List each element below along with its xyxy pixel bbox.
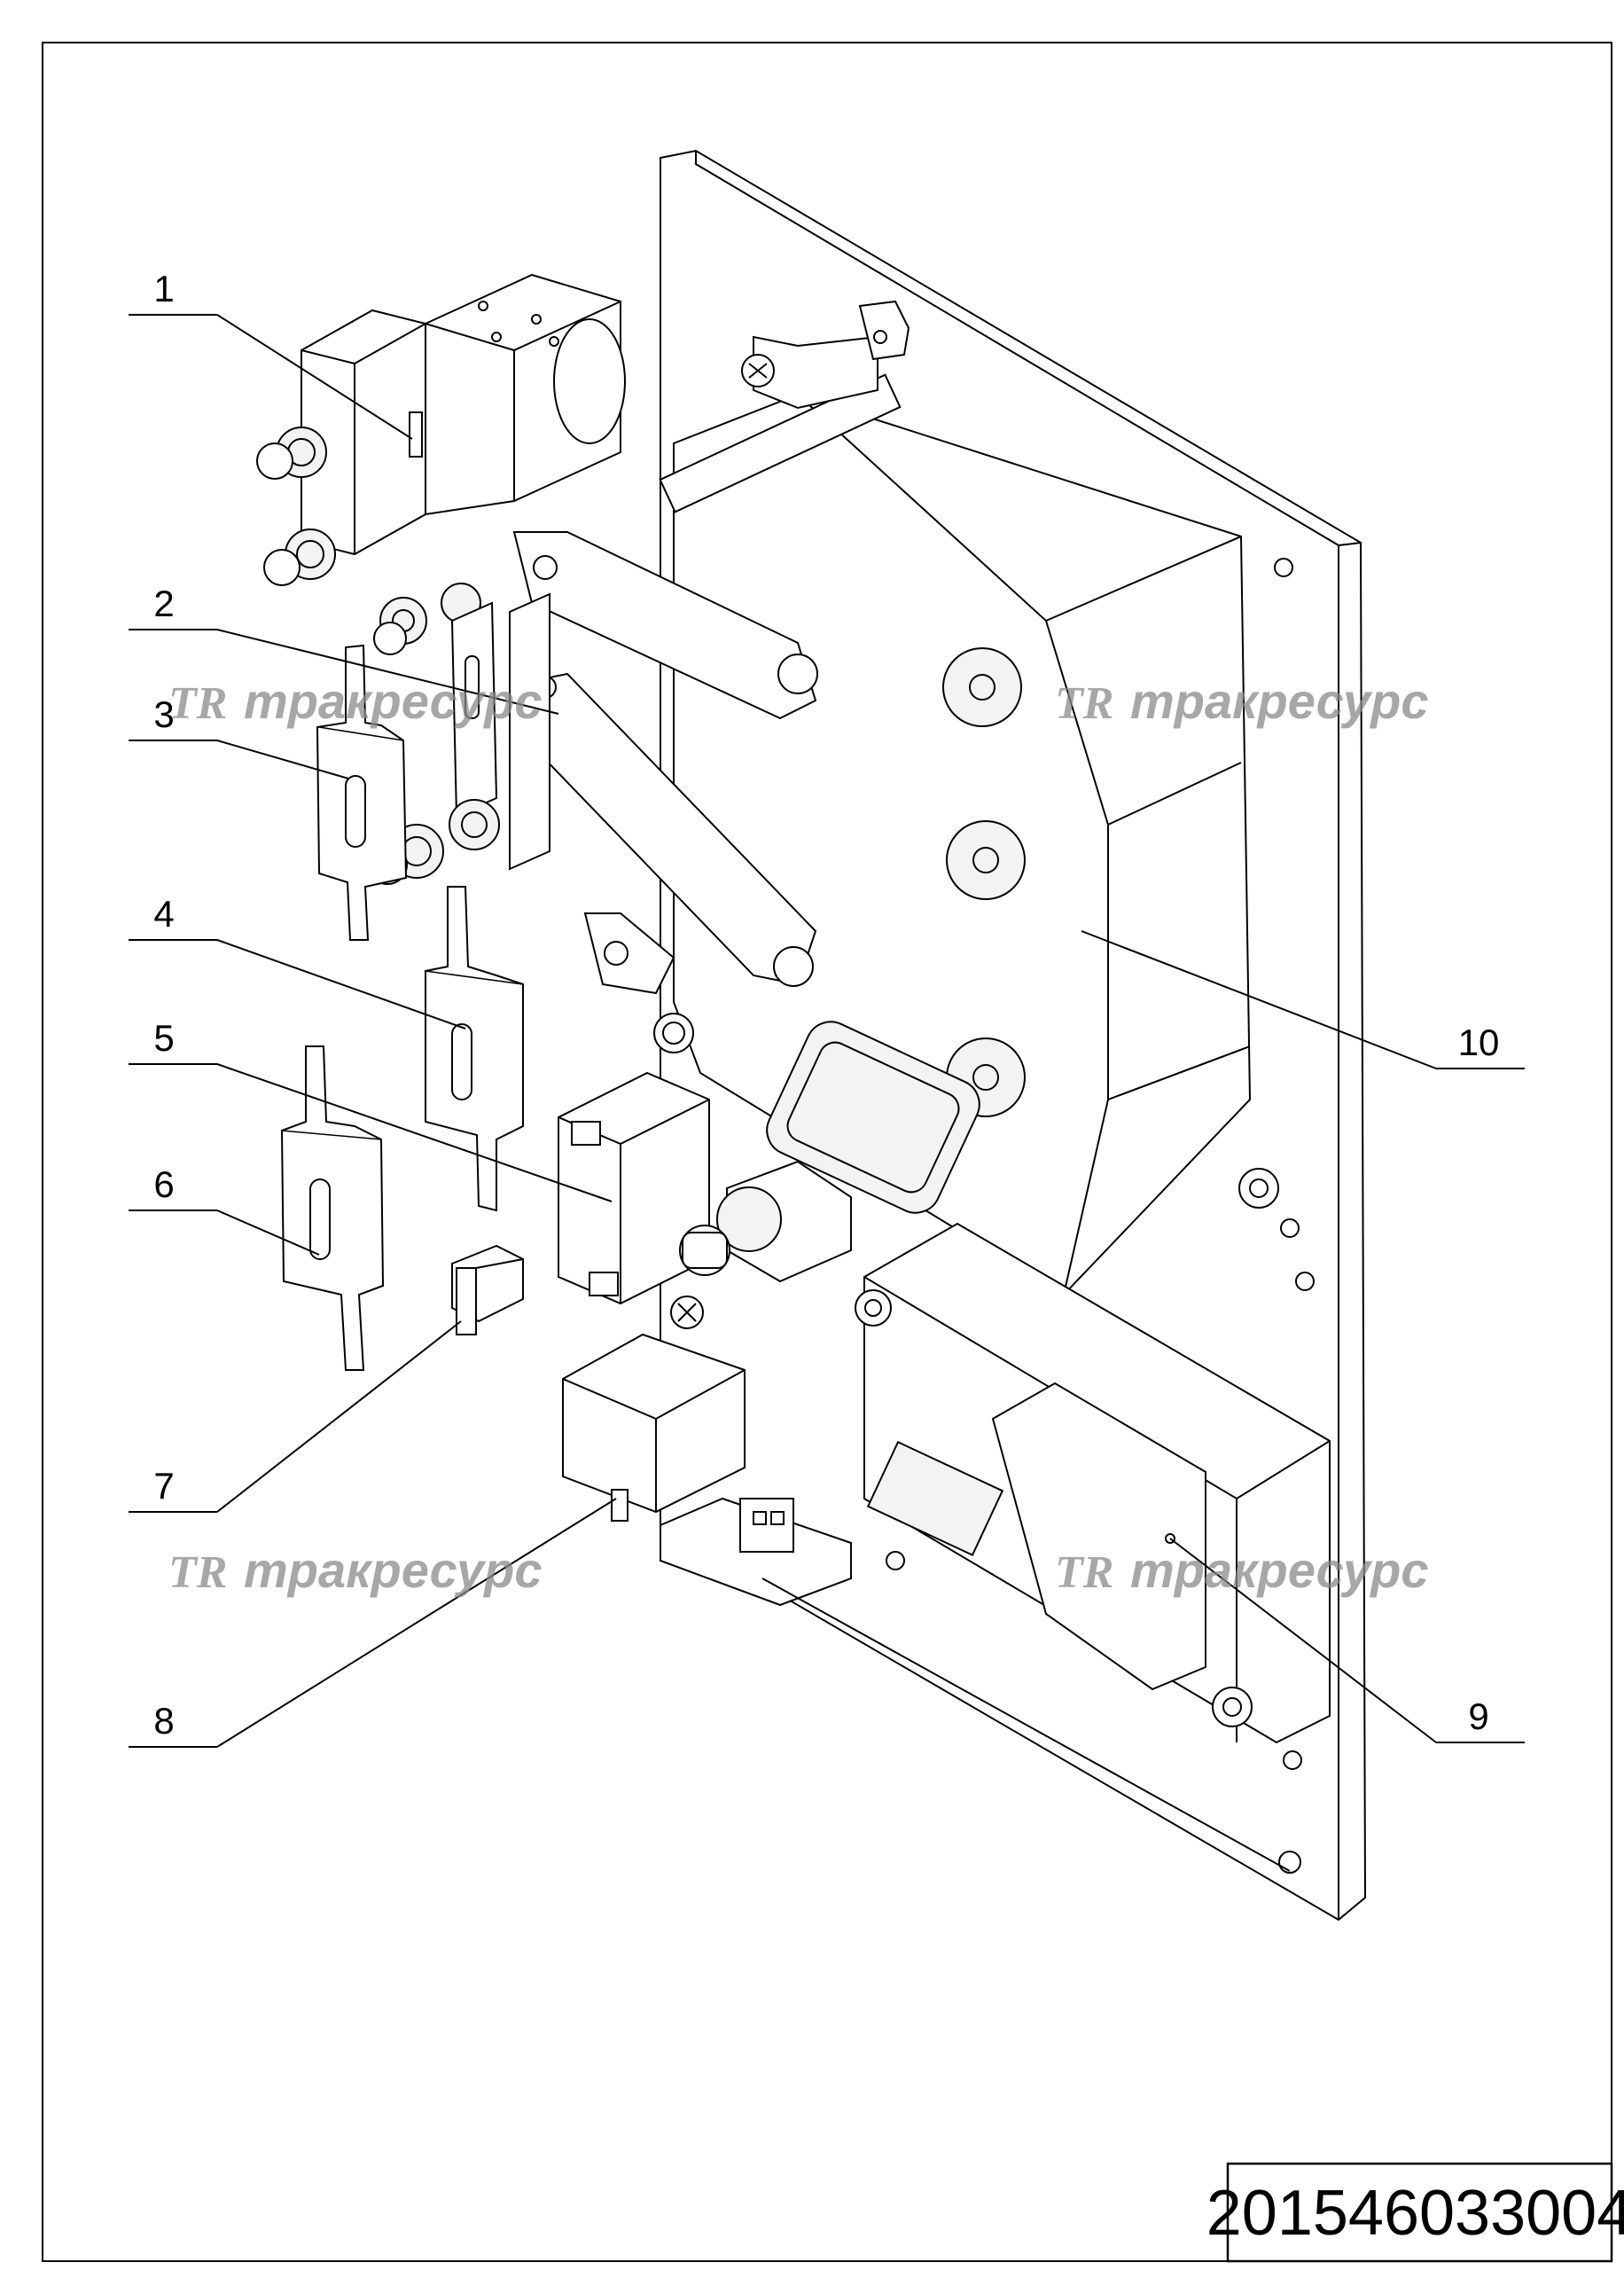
fuse-3	[316, 644, 408, 941]
callout-2: 2	[153, 583, 174, 624]
callout-labels: 1 2 3 4 5 6 7 8 9 10	[153, 268, 1499, 1742]
electronic-module	[855, 1222, 1331, 1744]
watermark-1: TR тракресурс	[168, 673, 542, 729]
watermark-logo: TR	[1055, 1547, 1113, 1598]
callout-1: 1	[153, 268, 174, 309]
watermark-logo: TR	[168, 678, 227, 729]
fuse-6	[280, 1045, 385, 1371]
leader-lines	[129, 314, 1525, 1872]
watermark-3: TR тракресурс	[168, 1542, 542, 1598]
busbars	[512, 531, 818, 1053]
callout-3: 3	[153, 693, 174, 735]
watermark-2: TR тракресурс	[1055, 673, 1428, 729]
callout-5: 5	[153, 1017, 174, 1059]
callout-9: 9	[1468, 1695, 1488, 1737]
document-number: 201546033004	[1206, 2178, 1624, 2249]
title-block: 201546033004	[1206, 2162, 1624, 2263]
fuse-4	[425, 886, 524, 1212]
watermark-4: TR тракресурс	[1055, 1542, 1428, 1598]
fuse-holder	[558, 1071, 852, 1305]
controller-box	[673, 393, 1279, 1296]
relay	[562, 1296, 852, 1607]
blade-fuse	[451, 1244, 524, 1335]
watermark-logo: TR	[1055, 678, 1113, 729]
callout-6: 6	[153, 1163, 174, 1205]
drawing-frame	[42, 42, 1612, 2262]
callout-7: 7	[153, 1465, 174, 1507]
watermark-text: тракресурс	[1130, 1542, 1428, 1598]
top-bracket	[741, 300, 910, 410]
callout-8: 8	[153, 1700, 174, 1742]
watermark-text: тракресурс	[1130, 673, 1428, 729]
watermark-text: тракресурс	[244, 673, 542, 729]
watermark-logo: TR	[168, 1547, 227, 1598]
watermark-text: тракресурс	[244, 1542, 542, 1598]
callout-4: 4	[153, 893, 174, 935]
callout-10: 10	[1458, 1022, 1500, 1063]
